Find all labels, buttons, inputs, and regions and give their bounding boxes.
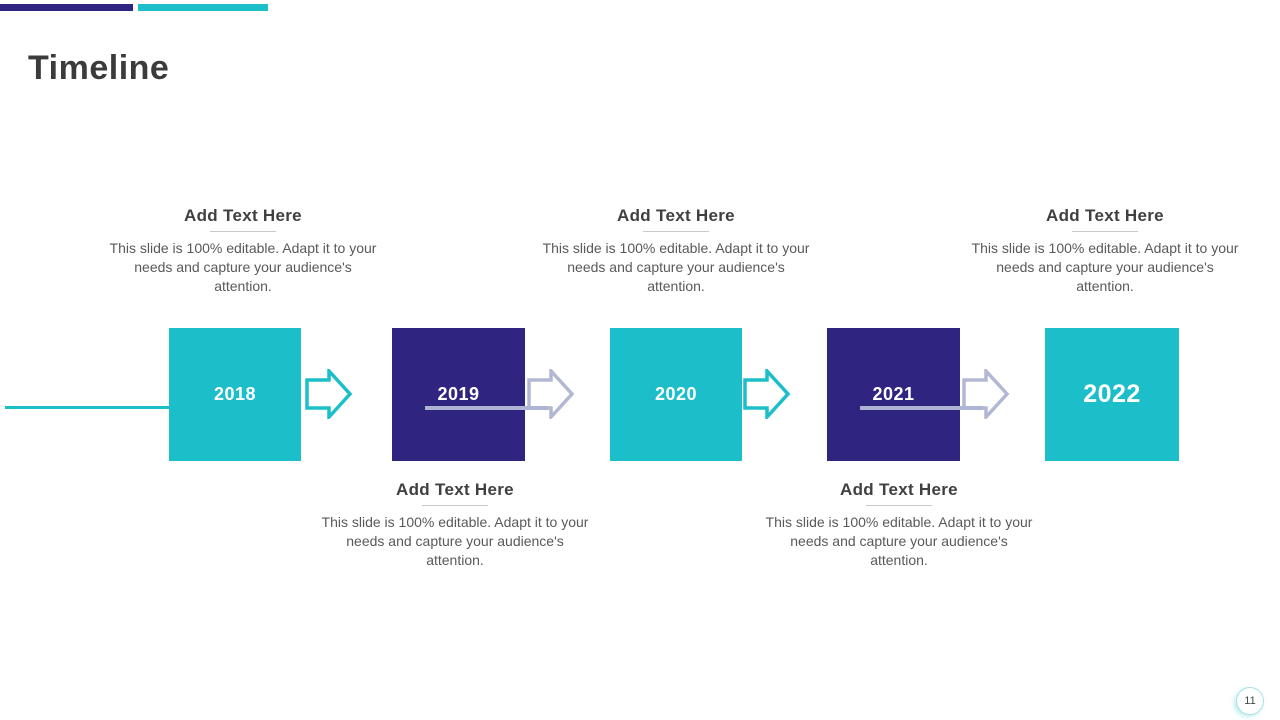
timeline-line-lavender-2019 (425, 406, 548, 410)
text-block-2018[interactable]: Add Text Here This slide is 100% editabl… (108, 206, 378, 296)
milestone-year: 2018 (213, 384, 257, 404)
milestone-box-2018[interactable]: 2018 (169, 328, 301, 461)
milestone-box-2019[interactable]: 2019 (392, 328, 525, 461)
right-arrow-icon (527, 369, 575, 419)
heading-divider (1072, 231, 1138, 232)
top-accent-bar-purple (0, 4, 133, 11)
milestone-year: 2021 (872, 384, 915, 404)
text-block-heading: Add Text Here (840, 480, 958, 499)
text-block-body: This slide is 100% editable. Adapt it to… (765, 514, 1033, 568)
milestone-box-2022[interactable]: 2022 (1045, 328, 1179, 461)
text-block-body: This slide is 100% editable. Adapt it to… (321, 514, 589, 568)
milestone-year: 2019 (437, 384, 480, 404)
top-accent-bar-teal (138, 4, 268, 11)
text-block-2019[interactable]: Add Text Here This slide is 100% editabl… (320, 480, 590, 570)
milestone-box-2020[interactable]: 2020 (610, 328, 742, 461)
text-block-heading: Add Text Here (184, 206, 302, 225)
text-block-body: This slide is 100% editable. Adapt it to… (109, 240, 377, 294)
milestone-year: 2020 (654, 384, 698, 404)
heading-divider (643, 231, 709, 232)
text-block-body: This slide is 100% editable. Adapt it to… (542, 240, 810, 294)
right-arrow-icon (305, 369, 353, 419)
heading-divider (422, 505, 488, 506)
milestone-year: 2022 (1083, 380, 1141, 408)
text-block-heading: Add Text Here (617, 206, 735, 225)
right-arrow-icon (743, 369, 791, 419)
text-block-heading: Add Text Here (1046, 206, 1164, 225)
slide-title[interactable]: Timeline (28, 48, 170, 87)
right-arrow-icon (962, 369, 1010, 419)
milestone-box-2021[interactable]: 2021 (827, 328, 960, 461)
text-block-2022[interactable]: Add Text Here This slide is 100% editabl… (970, 206, 1240, 296)
timeline-line-lavender-2021 (860, 406, 983, 410)
text-block-body: This slide is 100% editable. Adapt it to… (971, 240, 1239, 294)
text-block-heading: Add Text Here (396, 480, 514, 499)
text-block-2021[interactable]: Add Text Here This slide is 100% editabl… (764, 480, 1034, 570)
timeline-line (5, 406, 169, 409)
page-number: 11 (1244, 695, 1256, 707)
text-block-2020[interactable]: Add Text Here This slide is 100% editabl… (541, 206, 811, 296)
heading-divider (210, 231, 276, 232)
page-number-badge: 11 (1236, 687, 1264, 715)
heading-divider (866, 505, 932, 506)
